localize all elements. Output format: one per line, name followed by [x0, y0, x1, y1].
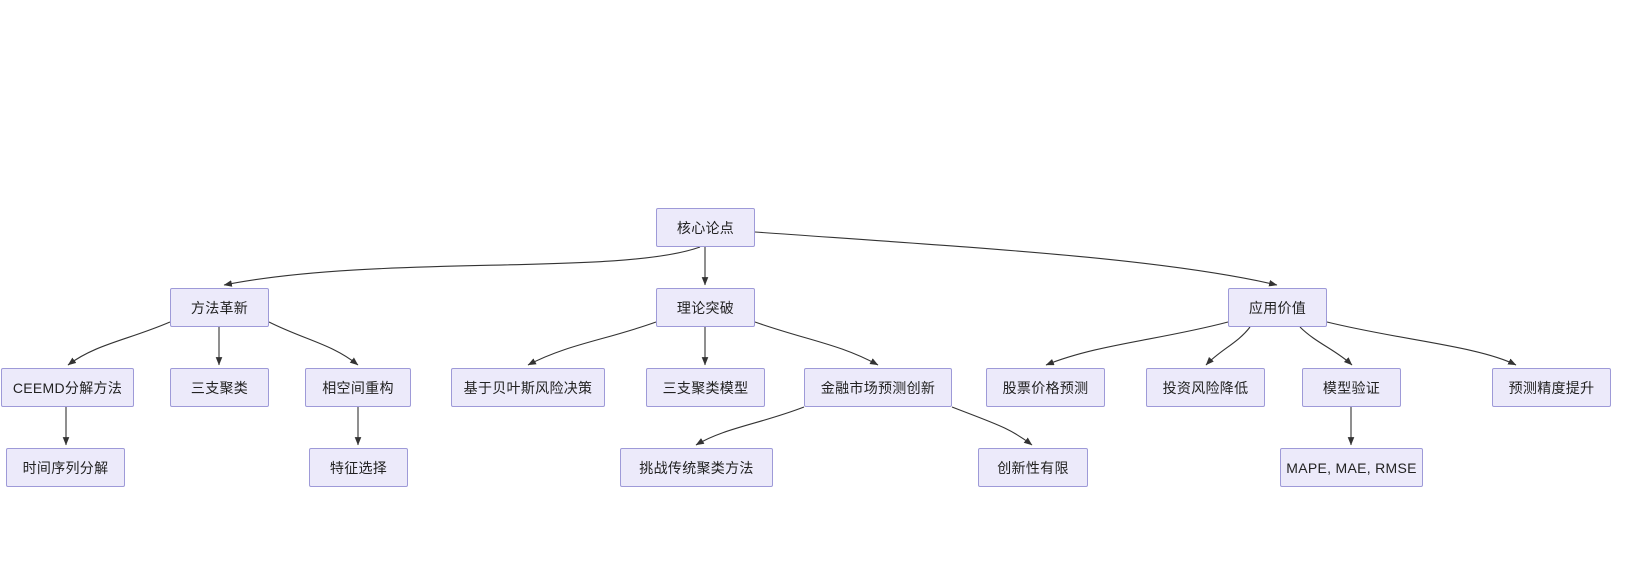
flow-node-label: 三支聚类 [190, 379, 249, 396]
flow-node-label: 预测精度提升 [1508, 379, 1595, 396]
flow-node-n13[interactable]: 预测精度提升 [1492, 368, 1611, 407]
edge-n1-to-n4 [67, 321, 171, 366]
flow-node-label: MAPE, MAE, RMSE [1286, 459, 1417, 476]
edges-group [62, 231, 1517, 446]
flow-node-label: 金融市场预测创新 [820, 379, 936, 396]
flow-node-n2[interactable]: 理论突破 [656, 288, 755, 327]
flow-node-label: 基于贝叶斯风险决策 [463, 379, 593, 396]
edge-n3-to-n12 [1299, 326, 1353, 366]
flow-node-n9[interactable]: 金融市场预测创新 [804, 368, 952, 407]
flow-node-n6[interactable]: 相空间重构 [305, 368, 411, 407]
flow-node-n0[interactable]: 核心论点 [656, 208, 755, 247]
flow-node-label: 模型验证 [1322, 379, 1381, 396]
edge-n9-to-n17 [951, 406, 1033, 446]
flow-node-n14[interactable]: 时间序列分解 [6, 448, 125, 487]
flow-node-label: 核心论点 [676, 219, 735, 236]
edge-n0-to-n1 [223, 246, 701, 287]
flow-node-label: 三支聚类模型 [662, 379, 749, 396]
flow-node-label: 特征选择 [329, 459, 388, 476]
edge-n3-to-n13 [1326, 321, 1517, 366]
flow-node-n18[interactable]: MAPE, MAE, RMSE [1280, 448, 1423, 487]
flow-node-n17[interactable]: 创新性有限 [978, 448, 1088, 487]
edge-n0-to-n3 [754, 231, 1278, 287]
edge-n1-to-n6 [268, 321, 359, 366]
flow-node-n1[interactable]: 方法革新 [170, 288, 269, 327]
flow-node-n10[interactable]: 股票价格预测 [986, 368, 1105, 407]
edge-n3-to-n10 [1045, 321, 1229, 366]
flow-node-label: 相空间重构 [322, 379, 394, 396]
flow-node-label: 创新性有限 [997, 459, 1069, 476]
flow-node-n15[interactable]: 特征选择 [309, 448, 408, 487]
edge-n9-to-n16 [695, 406, 805, 446]
flow-node-n7[interactable]: 基于贝叶斯风险决策 [451, 368, 605, 407]
flow-node-label: CEEMD分解方法 [12, 379, 123, 396]
flow-node-label: 投资风险降低 [1162, 379, 1249, 396]
flow-node-label: 方法革新 [190, 299, 249, 316]
flow-node-n5[interactable]: 三支聚类 [170, 368, 269, 407]
edge-n2-to-n9 [754, 321, 879, 366]
flow-node-label: 挑战传统聚类方法 [639, 459, 754, 476]
flow-node-n11[interactable]: 投资风险降低 [1146, 368, 1265, 407]
edge-n2-to-n7 [527, 321, 657, 366]
flow-node-label: 理论突破 [676, 299, 735, 316]
flow-node-n16[interactable]: 挑战传统聚类方法 [620, 448, 773, 487]
flow-node-n12[interactable]: 模型验证 [1302, 368, 1401, 407]
flow-node-n3[interactable]: 应用价值 [1228, 288, 1327, 327]
edge-n3-to-n11 [1205, 326, 1251, 366]
flow-node-n4[interactable]: CEEMD分解方法 [1, 368, 134, 407]
flow-node-label: 时间序列分解 [22, 459, 109, 476]
flow-node-n8[interactable]: 三支聚类模型 [646, 368, 765, 407]
flow-node-label: 股票价格预测 [1002, 379, 1089, 396]
flow-node-label: 应用价值 [1248, 299, 1307, 316]
